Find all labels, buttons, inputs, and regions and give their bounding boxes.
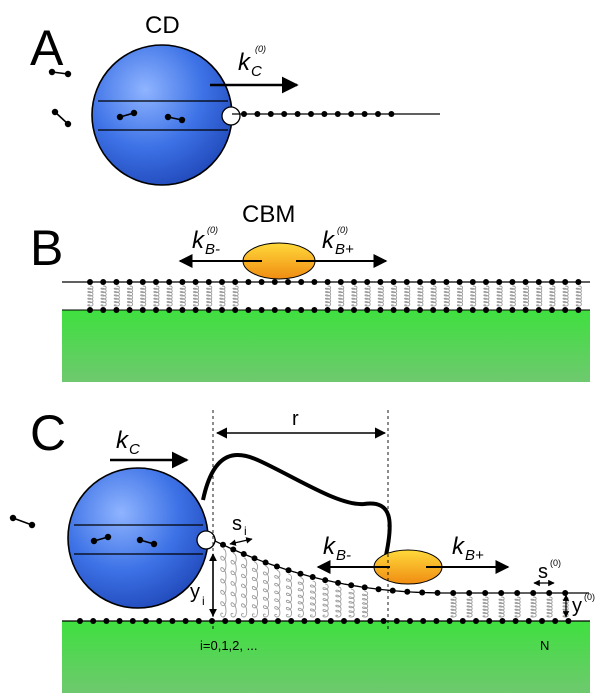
cellobiose-dimer-icon xyxy=(9,514,36,529)
panel-a-title: CD xyxy=(145,12,180,39)
svg-text:(0): (0) xyxy=(337,225,348,235)
svg-text:C: C xyxy=(129,441,140,458)
spring-icon xyxy=(87,285,582,307)
svg-text:y: y xyxy=(572,595,582,617)
surface-chain-beads xyxy=(87,279,582,313)
svg-text:k: k xyxy=(238,49,252,76)
svg-text:B+: B+ xyxy=(465,547,484,564)
panel-b: B CBM k B- (0) k B+ (0) xyxy=(30,201,590,382)
catalytic-domain xyxy=(91,44,241,186)
end-index-label: N xyxy=(540,638,549,653)
rate-label-kb-plus0: k B+ (0) xyxy=(322,225,354,258)
cellobiose-dimer-icon xyxy=(164,113,186,124)
cellobiose-dimer-icon xyxy=(136,536,158,548)
surface-chain-beads xyxy=(77,618,572,624)
svg-text:B-: B- xyxy=(205,241,220,258)
svg-text:(0): (0) xyxy=(255,44,266,54)
panel-b-title: CBM xyxy=(242,201,295,228)
svg-text:C: C xyxy=(251,63,262,80)
svg-text:i: i xyxy=(202,594,205,608)
cellobiose-dimer-icon xyxy=(116,109,138,121)
spacing-label-si: s i xyxy=(232,513,247,538)
rate-label-kb-plus: k B+ xyxy=(452,533,484,564)
cellobiose-dimer-icon xyxy=(48,68,72,78)
index-label: i=0,1,2, ... xyxy=(200,638,257,653)
rate-label-kc0: k C (0) xyxy=(238,44,266,80)
svg-text:s: s xyxy=(538,561,548,583)
cellulose-surface xyxy=(62,310,590,382)
svg-text:B-: B- xyxy=(336,547,351,564)
spring-icon xyxy=(220,548,569,618)
svg-text:B+: B+ xyxy=(335,241,354,258)
svg-text:k: k xyxy=(116,427,130,454)
svg-text:s: s xyxy=(232,513,242,535)
panel-b-letter: B xyxy=(30,220,63,276)
panel-c-letter: C xyxy=(30,405,66,461)
svg-text:(0): (0) xyxy=(207,225,218,235)
panel-c: C xyxy=(9,405,595,693)
svg-text:(0): (0) xyxy=(550,558,561,568)
height-label-y0: y (0) xyxy=(572,592,595,617)
svg-text:(0): (0) xyxy=(584,592,595,602)
cellulose-surface xyxy=(62,621,590,693)
arrow-icon xyxy=(229,537,253,546)
cellobiose-dimer-icon xyxy=(51,108,72,128)
height-label-yi: y i xyxy=(190,581,205,608)
svg-text:k: k xyxy=(192,227,206,254)
rate-label-kb-minus: k B- xyxy=(323,533,351,564)
distance-label-r: r xyxy=(292,408,299,430)
svg-text:k: k xyxy=(452,533,466,560)
svg-text:y: y xyxy=(190,581,200,603)
panel-a: A CD k xyxy=(30,12,440,186)
panel-a-letter: A xyxy=(30,20,64,76)
svg-text:i: i xyxy=(244,524,247,538)
cellulose-chain-beads xyxy=(241,111,395,117)
rate-label-kb-minus0: k B- (0) xyxy=(192,225,220,258)
svg-text:k: k xyxy=(322,227,336,254)
svg-text:k: k xyxy=(323,533,337,560)
cellobiose-dimer-icon xyxy=(90,533,112,545)
rate-label-kc: k C xyxy=(116,427,140,458)
spacing-label-s0: s (0) xyxy=(538,558,561,583)
